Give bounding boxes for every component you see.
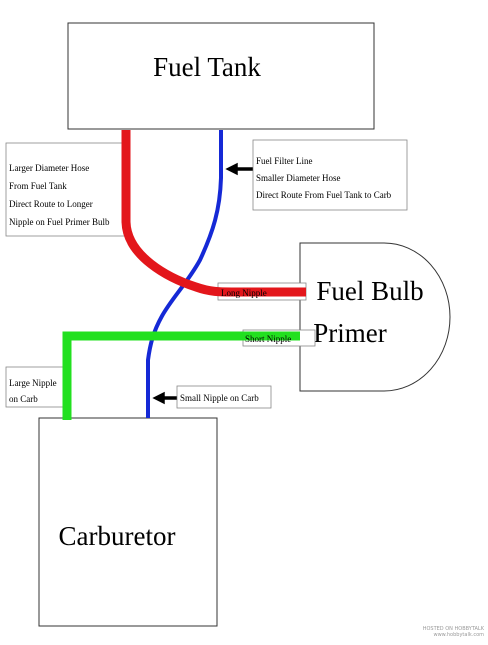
svg-text:Direct Route From Fuel Tank to: Direct Route From Fuel Tank to Carb	[256, 190, 392, 200]
carburetor: Carburetor	[38, 417, 218, 627]
small-nipple-arrow-icon	[152, 391, 177, 405]
svg-text:Larger Diameter Hose: Larger Diameter Hose	[9, 163, 89, 173]
fuel-bulb-primer: Fuel Bulb Primer	[299, 242, 451, 392]
carburetor-label: Carburetor	[59, 521, 176, 551]
watermark-line1: HOSTED ON HOBBYTALK	[422, 626, 484, 632]
svg-text:Large Nipple: Large Nipple	[9, 378, 57, 388]
primer-label-line2: Primer	[313, 318, 387, 348]
svg-text:Direct Route to Longer: Direct Route to Longer	[9, 199, 93, 209]
small-nipple-label: Small Nipple on Carb	[176, 385, 272, 409]
fuel-tank: Fuel Tank	[67, 22, 375, 130]
larger-hose-label: Larger Diameter Hose From Fuel Tank Dire…	[5, 142, 129, 237]
green-primer-line	[62, 331, 300, 420]
short-nipple-text: Short Nipple	[245, 334, 291, 344]
filter-line-arrow-icon	[225, 162, 253, 176]
svg-text:Nipple on Fuel Primer Bulb: Nipple on Fuel Primer Bulb	[9, 217, 110, 227]
svg-text:From Fuel Tank: From Fuel Tank	[9, 181, 67, 191]
watermark: HOSTED ON HOBBYTALK www.hobbytalk.com	[423, 626, 484, 638]
svg-text:Smaller Diameter Hose: Smaller Diameter Hose	[256, 173, 340, 183]
fuel-tank-label: Fuel Tank	[153, 52, 261, 82]
watermark-line2: www.hobbytalk.com	[433, 632, 484, 638]
primer-label-line1: Fuel Bulb	[316, 276, 423, 306]
large-nipple-label: Large Nipple on Carb	[5, 366, 65, 408]
long-nipple-text: Long Nipple	[221, 288, 267, 298]
svg-text:Small Nipple on Carb: Small Nipple on Carb	[180, 393, 259, 403]
red-fuel-hose	[121, 130, 306, 297]
svg-text:Fuel Filter Line: Fuel Filter Line	[256, 156, 313, 166]
filter-line-label: Fuel Filter Line Smaller Diameter Hose D…	[252, 139, 408, 211]
svg-text:on Carb: on Carb	[9, 394, 38, 404]
